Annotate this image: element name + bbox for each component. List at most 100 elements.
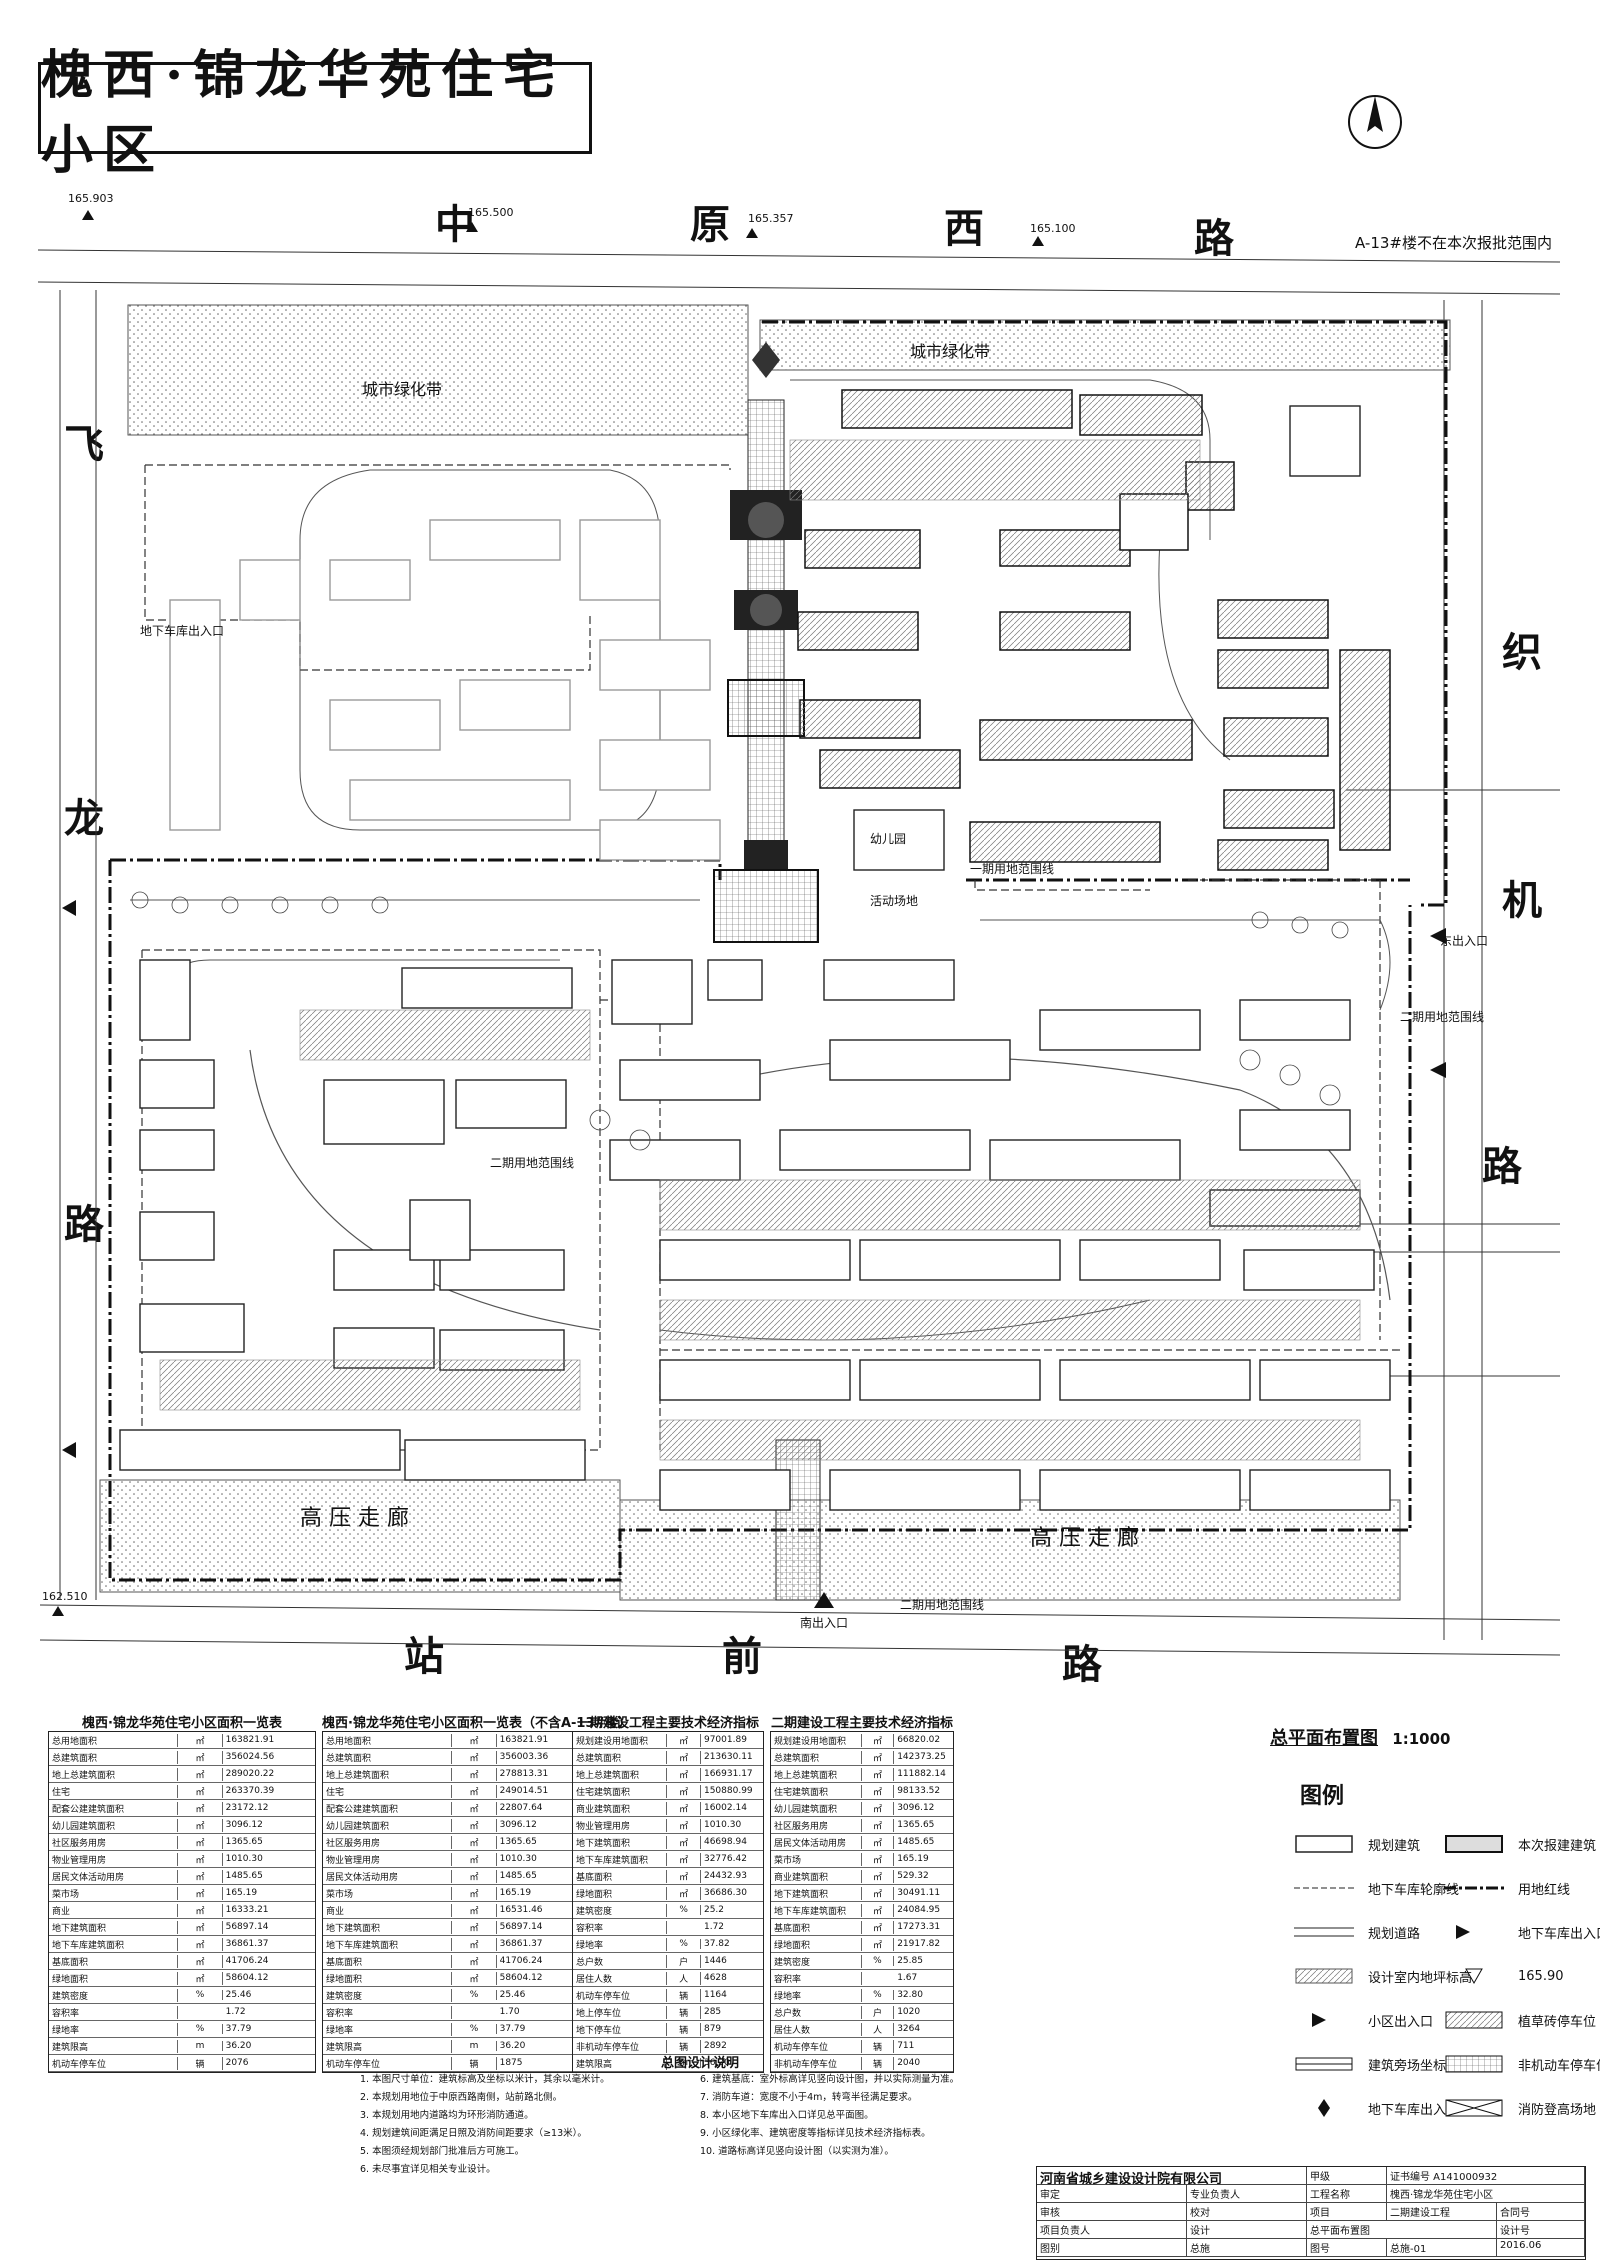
row-label: 地下车库建筑面积 [49,1937,179,1951]
greenbelt-label-west: 城市绿化带 [362,380,443,399]
planned-building-icon [1292,1833,1356,1855]
building-elevation-icon [1292,2053,1356,2075]
row-label: 机动车停车位 [49,2056,179,2070]
row-unit: ㎡ [452,1801,497,1815]
row-label: 商业建筑面积 [573,1801,668,1815]
row-value: 37.79 [225,2024,252,2034]
row-value: 163821.91 [499,1735,549,1745]
legend-label: 设计室内地坪标高 [1368,1970,1473,1986]
community-entrance-icon [1292,2009,1356,2031]
row-label: 地下停车位 [573,2022,668,2036]
legend: 规划建筑地下车库轮廓线规划道路设计室内地坪标高小区出入口建筑旁场坐标地下车库出入… [1292,1822,1600,2130]
row-label: 建筑限高 [573,2056,668,2070]
role-lead: 项目负责人 [1037,2221,1187,2239]
row-label: 地下建筑面积 [573,1835,668,1849]
design-note-line: 9. 小区绿化率、建筑密度等指标详见技术经济指标表。 [700,2128,931,2139]
row-unit: ㎡ [452,1767,497,1781]
row-label: 住宅建筑面积 [573,1784,668,1798]
row-unit: 辆 [667,2005,701,2019]
row-label: 建筑密度 [573,1903,668,1917]
design-note-line: 3. 本规划用地内道路均为环形消防通道。 [360,2110,534,2121]
row-label: 地下建筑面积 [771,1886,862,1900]
table-title: 槐西·锦龙华苑住宅小区面积一览表 [82,1716,282,1731]
south-entrance-label: 南出入口 [800,1616,849,1630]
garage-entrance-label: 地下车库出入口 [140,624,225,638]
table-title: 一期建设工程主要技术经济指标 [576,1716,759,1731]
elevation-label: 165.500 [468,206,514,219]
legend-item: 地下车库轮廓线 [1292,1866,1459,1910]
row-value: 41706.24 [225,1956,269,1966]
row-label: 菜市场 [49,1886,179,1900]
row-unit: ㎡ [862,1920,895,1934]
row-unit: ㎡ [178,1971,223,1985]
row-label: 地上总建筑面积 [49,1767,179,1781]
row-value: 1485.65 [499,1871,537,1881]
row-unit: m [667,2058,701,2068]
row-value: 16531.46 [499,1905,543,1915]
row-unit: ㎡ [667,1767,701,1781]
row-unit: ㎡ [862,1801,895,1815]
row-value: 56897.14 [499,1922,543,1932]
row-unit: ㎡ [452,1784,497,1798]
row-label: 物业管理用房 [323,1852,453,1866]
row-unit: ㎡ [178,1903,223,1917]
row-unit: 辆 [862,2039,895,2053]
row-unit: % [178,2024,223,2034]
cert-number: 证书编号 A141000932 [1387,2167,1585,2185]
row-value: 36861.37 [499,1939,543,1949]
row-unit: ㎡ [452,1954,497,1968]
row-value: 58604.12 [499,1973,543,1983]
legend-item: 用地红线 [1442,1866,1592,1910]
design-note-line: 1. 本图尺寸单位：建筑标高及坐标以米计，其余以毫米计。 [360,2074,610,2085]
road-west-char-3: 路 [64,1201,104,1248]
row-unit: ㎡ [667,1733,701,1747]
row-value: 165.19 [897,1854,929,1864]
row-value: 4628 [703,1973,727,1983]
design-note-line: 6. 未尽事宜详见相关专业设计。 [360,2164,496,2175]
row-unit: ㎡ [862,1903,895,1917]
row-label: 绿地率 [771,1988,862,2002]
row-unit: ㎡ [667,1852,701,1866]
legend-label: 植草砖停车位 [1518,2014,1597,2030]
design-paving-icon [1292,1965,1356,1987]
row-value: 1446 [703,1956,727,1966]
row-unit: ㎡ [178,1835,223,1849]
page-label: 图号 [1307,2239,1387,2257]
row-value: 98133.52 [897,1786,941,1796]
row-value: 36.20 [499,2041,526,2051]
legend-label: 规划道路 [1368,1926,1421,1942]
row-label: 住宅 [49,1784,179,1798]
row-value: 1365.65 [225,1837,263,1847]
north-arrow-icon [1348,95,1402,149]
row-label: 总户数 [573,1954,668,1968]
table-row: 绿地率%32.80 [771,1987,953,2004]
garage-exit-icon [1442,1921,1506,1943]
row-label: 绿地率 [573,1937,668,1951]
row-label: 非机动车停车位 [573,2039,668,2053]
row-value: 278813.31 [499,1769,549,1779]
row-unit: ㎡ [178,1954,223,1968]
legend-title: 图例 [1300,1784,1345,1809]
row-label: 物业管理用房 [49,1852,179,1866]
row-label: 基底面积 [323,1954,453,1968]
row-value: 1010.30 [703,1820,742,1830]
row-value: 529.32 [897,1871,929,1881]
table-title: 槐西·锦龙华苑住宅小区面积一览表（不含A-13#楼） [322,1716,632,1731]
row-unit: 辆 [667,2022,701,2036]
row-value: 25.2 [703,1905,725,1915]
row-unit: 辆 [452,2056,497,2070]
row-value: 25.46 [499,1990,526,2000]
